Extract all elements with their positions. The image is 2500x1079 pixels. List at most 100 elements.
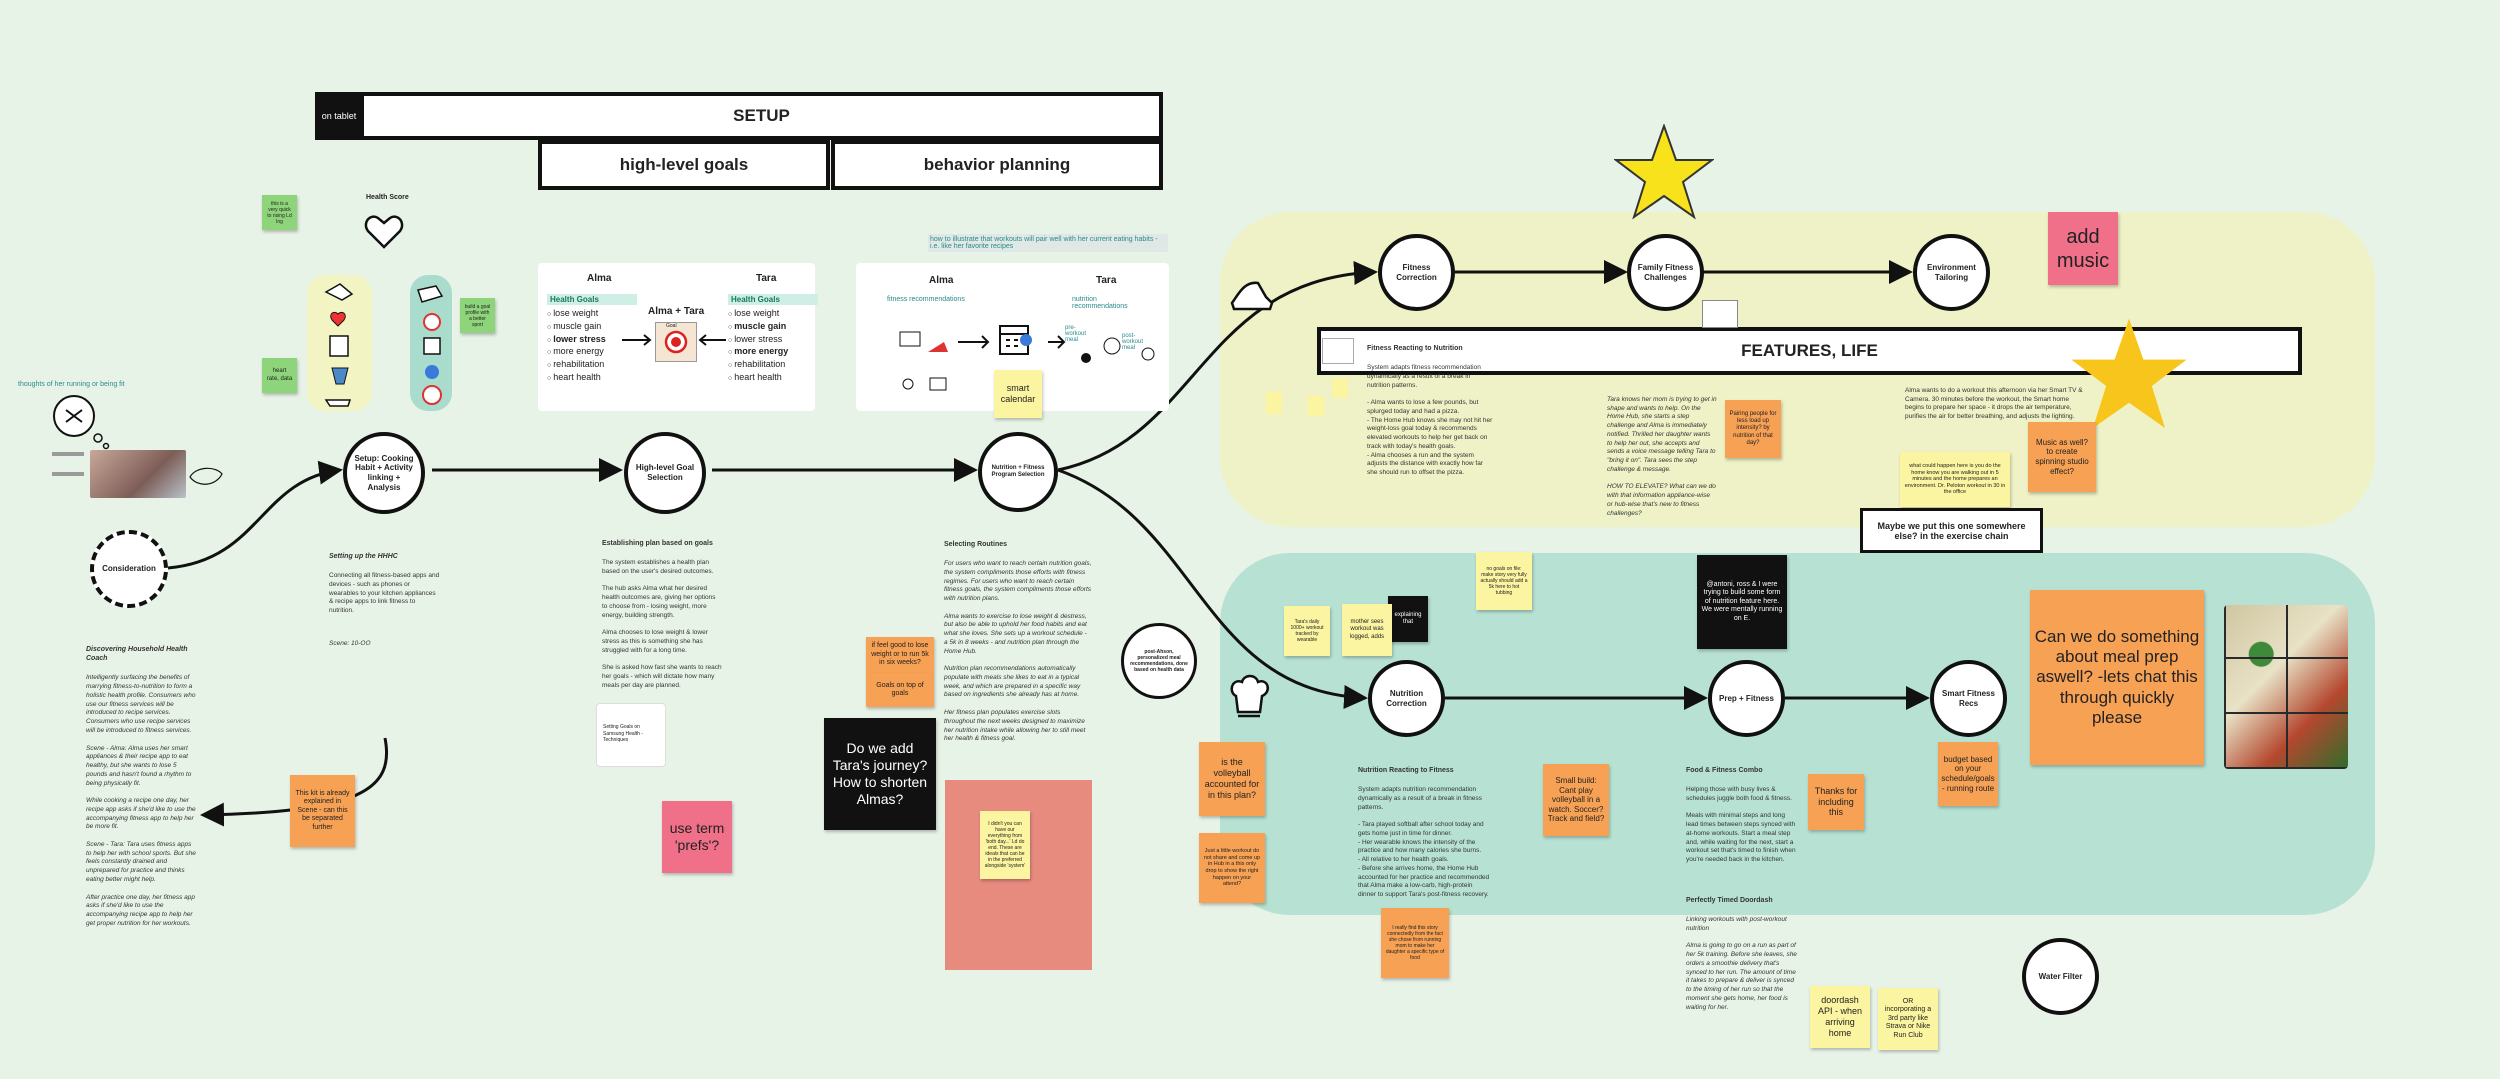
tara-goal-item[interactable]: heart health [728, 371, 818, 384]
note-feel-good[interactable]: if feel good to lose weight or to run 5k… [866, 637, 934, 673]
note-use-term[interactable]: use term 'prefs'? [662, 801, 732, 873]
note-green-bottom[interactable]: heart rate, data [262, 358, 297, 393]
note-doordash-api[interactable]: doordash API - when arriving home [1810, 986, 1870, 1048]
tara-goal-item[interactable]: muscle gain [728, 320, 818, 333]
illustrate-caption: how to illustrate that workouts will pai… [928, 234, 1168, 252]
setup-text-scene: Scene: 10-OO [329, 639, 371, 647]
behavior-header: behavior planning [831, 140, 1163, 190]
node-prep-fitness[interactable]: Prep + Fitness [1708, 660, 1785, 737]
tara-goal-item[interactable]: lower stress [728, 333, 818, 346]
persona-tara: Tara Health Goals lose weight muscle gai… [728, 273, 818, 384]
note-explaining[interactable]: explaining that [1388, 596, 1428, 642]
household-text-body: Intelligently surfacing the benefits of … [86, 674, 196, 927]
note-mother-sees[interactable]: mother sees workout was logged, adds [1342, 604, 1392, 656]
note-no-goals[interactable]: no goals on file: make story very fully … [1476, 552, 1532, 610]
combo-title: Food & Fitness Combo [1686, 766, 1763, 774]
routines-text-body: For users who want to reach certain nutr… [944, 559, 1092, 743]
doordash-body: Linking workouts with post-workout nutri… [1686, 915, 1797, 1011]
note-green-right[interactable]: build a goal profile with a better sport [460, 298, 495, 333]
node-goal-selection[interactable]: High-level Goal Selection [624, 432, 706, 514]
household-text-title: Discovering Household Health Coach [86, 645, 188, 663]
mini-sticky-yellow [1308, 396, 1324, 416]
goals-text-body: The system establishes a health plan bas… [602, 558, 722, 689]
nutrition-recs-caption: nutrition recommendations [1072, 296, 1128, 310]
fitness-react-body: System adapts fitness recommendation dyn… [1367, 363, 1493, 477]
node-setup[interactable]: Setup: Cooking Habit + Activity linking … [343, 432, 425, 514]
line-program-nutrition [1057, 468, 1368, 709]
alma-goal-item[interactable]: heart health [547, 371, 637, 384]
node-fitness-correction[interactable]: Fitness Correction [1378, 234, 1455, 311]
alma-goal-item[interactable]: rehabilitation [547, 358, 637, 371]
thoughts-caption: thoughts of her running or being fit [18, 381, 125, 388]
pre-workout-caption: pre-workout meal [1065, 325, 1087, 343]
thought-lines [52, 452, 84, 476]
note-add-music[interactable]: add music [2048, 212, 2118, 285]
note-just-a-little[interactable]: Just a little workout do not share and c… [1199, 833, 1265, 903]
alma-goal-item[interactable]: lower stress [547, 333, 637, 346]
routines-text-title: Selecting Routines [944, 540, 1008, 548]
note-goals-on-top[interactable]: Goals on top of goals [866, 673, 934, 707]
note-antoni[interactable]: @antoni, ross & I were trying to build s… [1697, 555, 1787, 649]
note-kit-explained[interactable]: This kit is already explained in Scene -… [290, 775, 355, 847]
note-pairing-people[interactable]: Pairing people for less load up intensit… [1725, 400, 1781, 458]
tara-goal-item[interactable]: more energy [728, 345, 818, 358]
post-workout-caption: post-workout meal [1122, 333, 1144, 351]
goal-card-label: Goal [666, 323, 677, 329]
health-score-title: Health Score [366, 194, 409, 201]
node-family-challenges[interactable]: Family Fitness Challenges [1627, 234, 1704, 311]
note-music-as-well[interactable]: Music as well? to create spinning studio… [2028, 422, 2096, 492]
star-icon [1614, 124, 1714, 220]
note-smart-calendar[interactable]: smart calendar [994, 370, 1042, 418]
note-green-top[interactable]: this is a very quick to rising Ld Ing [262, 195, 297, 230]
health-icons-teal [417, 285, 444, 405]
node-environment-tailoring[interactable]: Environment Tailoring [1913, 234, 1990, 311]
household-text: Discovering Household Health Coach Intel… [86, 636, 198, 929]
tara-goal-item[interactable]: rehabilitation [728, 358, 818, 371]
node-consideration[interactable]: Consideration [90, 530, 168, 608]
health-icons-yellow [324, 283, 354, 407]
line-consideration-setup [167, 460, 343, 570]
persona-tara-name: Tara [756, 273, 777, 284]
fitness-app-thumb [1322, 338, 1354, 364]
note-maybe-put[interactable]: Maybe we put this one somewhere else? in… [1860, 508, 2043, 553]
note-meal-prep[interactable]: Can we do something about meal prep aswe… [2030, 590, 2204, 765]
node-program-selection[interactable]: Nutrition + Fitness Program Selection [978, 432, 1058, 512]
alma-goal-item[interactable]: lose weight [547, 307, 637, 320]
note-budget-based[interactable]: budget based on your schedule/goals - ru… [1938, 742, 1998, 806]
note-didnt-have[interactable]: I didn't you can have our everything fro… [980, 811, 1030, 879]
line-program-fitness [1057, 260, 1378, 472]
alma-goal-item[interactable]: muscle gain [547, 320, 637, 333]
tara-challenge-text: Tara knows her mom is trying to get in s… [1607, 387, 1717, 518]
note-thoughts-sticky[interactable]: I really find this story connectedly fro… [1381, 908, 1449, 978]
reply-sketch-icon [189, 467, 223, 485]
chef-hat-icon [1230, 674, 1270, 718]
workout-icons [899, 331, 1155, 391]
doc-thumbnail-card[interactable]: Setting Goals on Samsung Health - Techni… [596, 703, 666, 767]
tara-goal-item[interactable]: lose weight [728, 307, 818, 320]
env-text: Alma wants to do a workout this afternoo… [1905, 378, 2085, 422]
note-add-tara[interactable]: Do we add Tara's journey? How to shorten… [824, 718, 936, 830]
note-what-could-happen[interactable]: what could happen here is you do the hom… [1900, 452, 2010, 507]
note-or-incorporating[interactable]: OR incorporating a 3rd party like Strava… [1878, 988, 1938, 1050]
doc-thumbnail-title: Setting Goals on Samsung Health - Techni… [603, 724, 644, 743]
goal-arrows [622, 334, 726, 346]
note-small-build[interactable]: Small build: Cant play volleyball in a w… [1543, 764, 1609, 836]
note-tara-workout[interactable]: Tara's daily 1000+ workout tracked by we… [1284, 606, 1330, 656]
persona-alma-goals-label: Health Goals [547, 294, 637, 305]
star-icon-large [2071, 318, 2187, 428]
line-down-left [200, 737, 388, 827]
node-meal-recs[interactable]: post-Ahson, personalized meal recommenda… [1121, 623, 1197, 699]
node-nutrition-correction[interactable]: Nutrition Correction [1368, 660, 1445, 737]
persona-combined-name: Alma + Tara [648, 306, 705, 317]
note-volleyball[interactable]: is the volleyball accounted for in this … [1199, 742, 1265, 816]
combo-text: Food & Fitness Combo Helping those with … [1686, 757, 1798, 865]
persona-alma-name: Alma [587, 273, 612, 284]
node-smart-recs[interactable]: Smart Fitness Recs [1930, 660, 2007, 737]
note-thanks-including[interactable]: Thanks for including this [1808, 774, 1864, 830]
setup-text-body: Connecting all fitness-based apps and de… [329, 571, 440, 615]
node-water-filter[interactable]: Water Filter [2022, 938, 2099, 1015]
goals-text-title: Establishing plan based on goals [602, 539, 713, 547]
setup-text-title: Setting up the HHHC [329, 552, 398, 560]
alma-goal-item[interactable]: more energy [547, 345, 637, 358]
